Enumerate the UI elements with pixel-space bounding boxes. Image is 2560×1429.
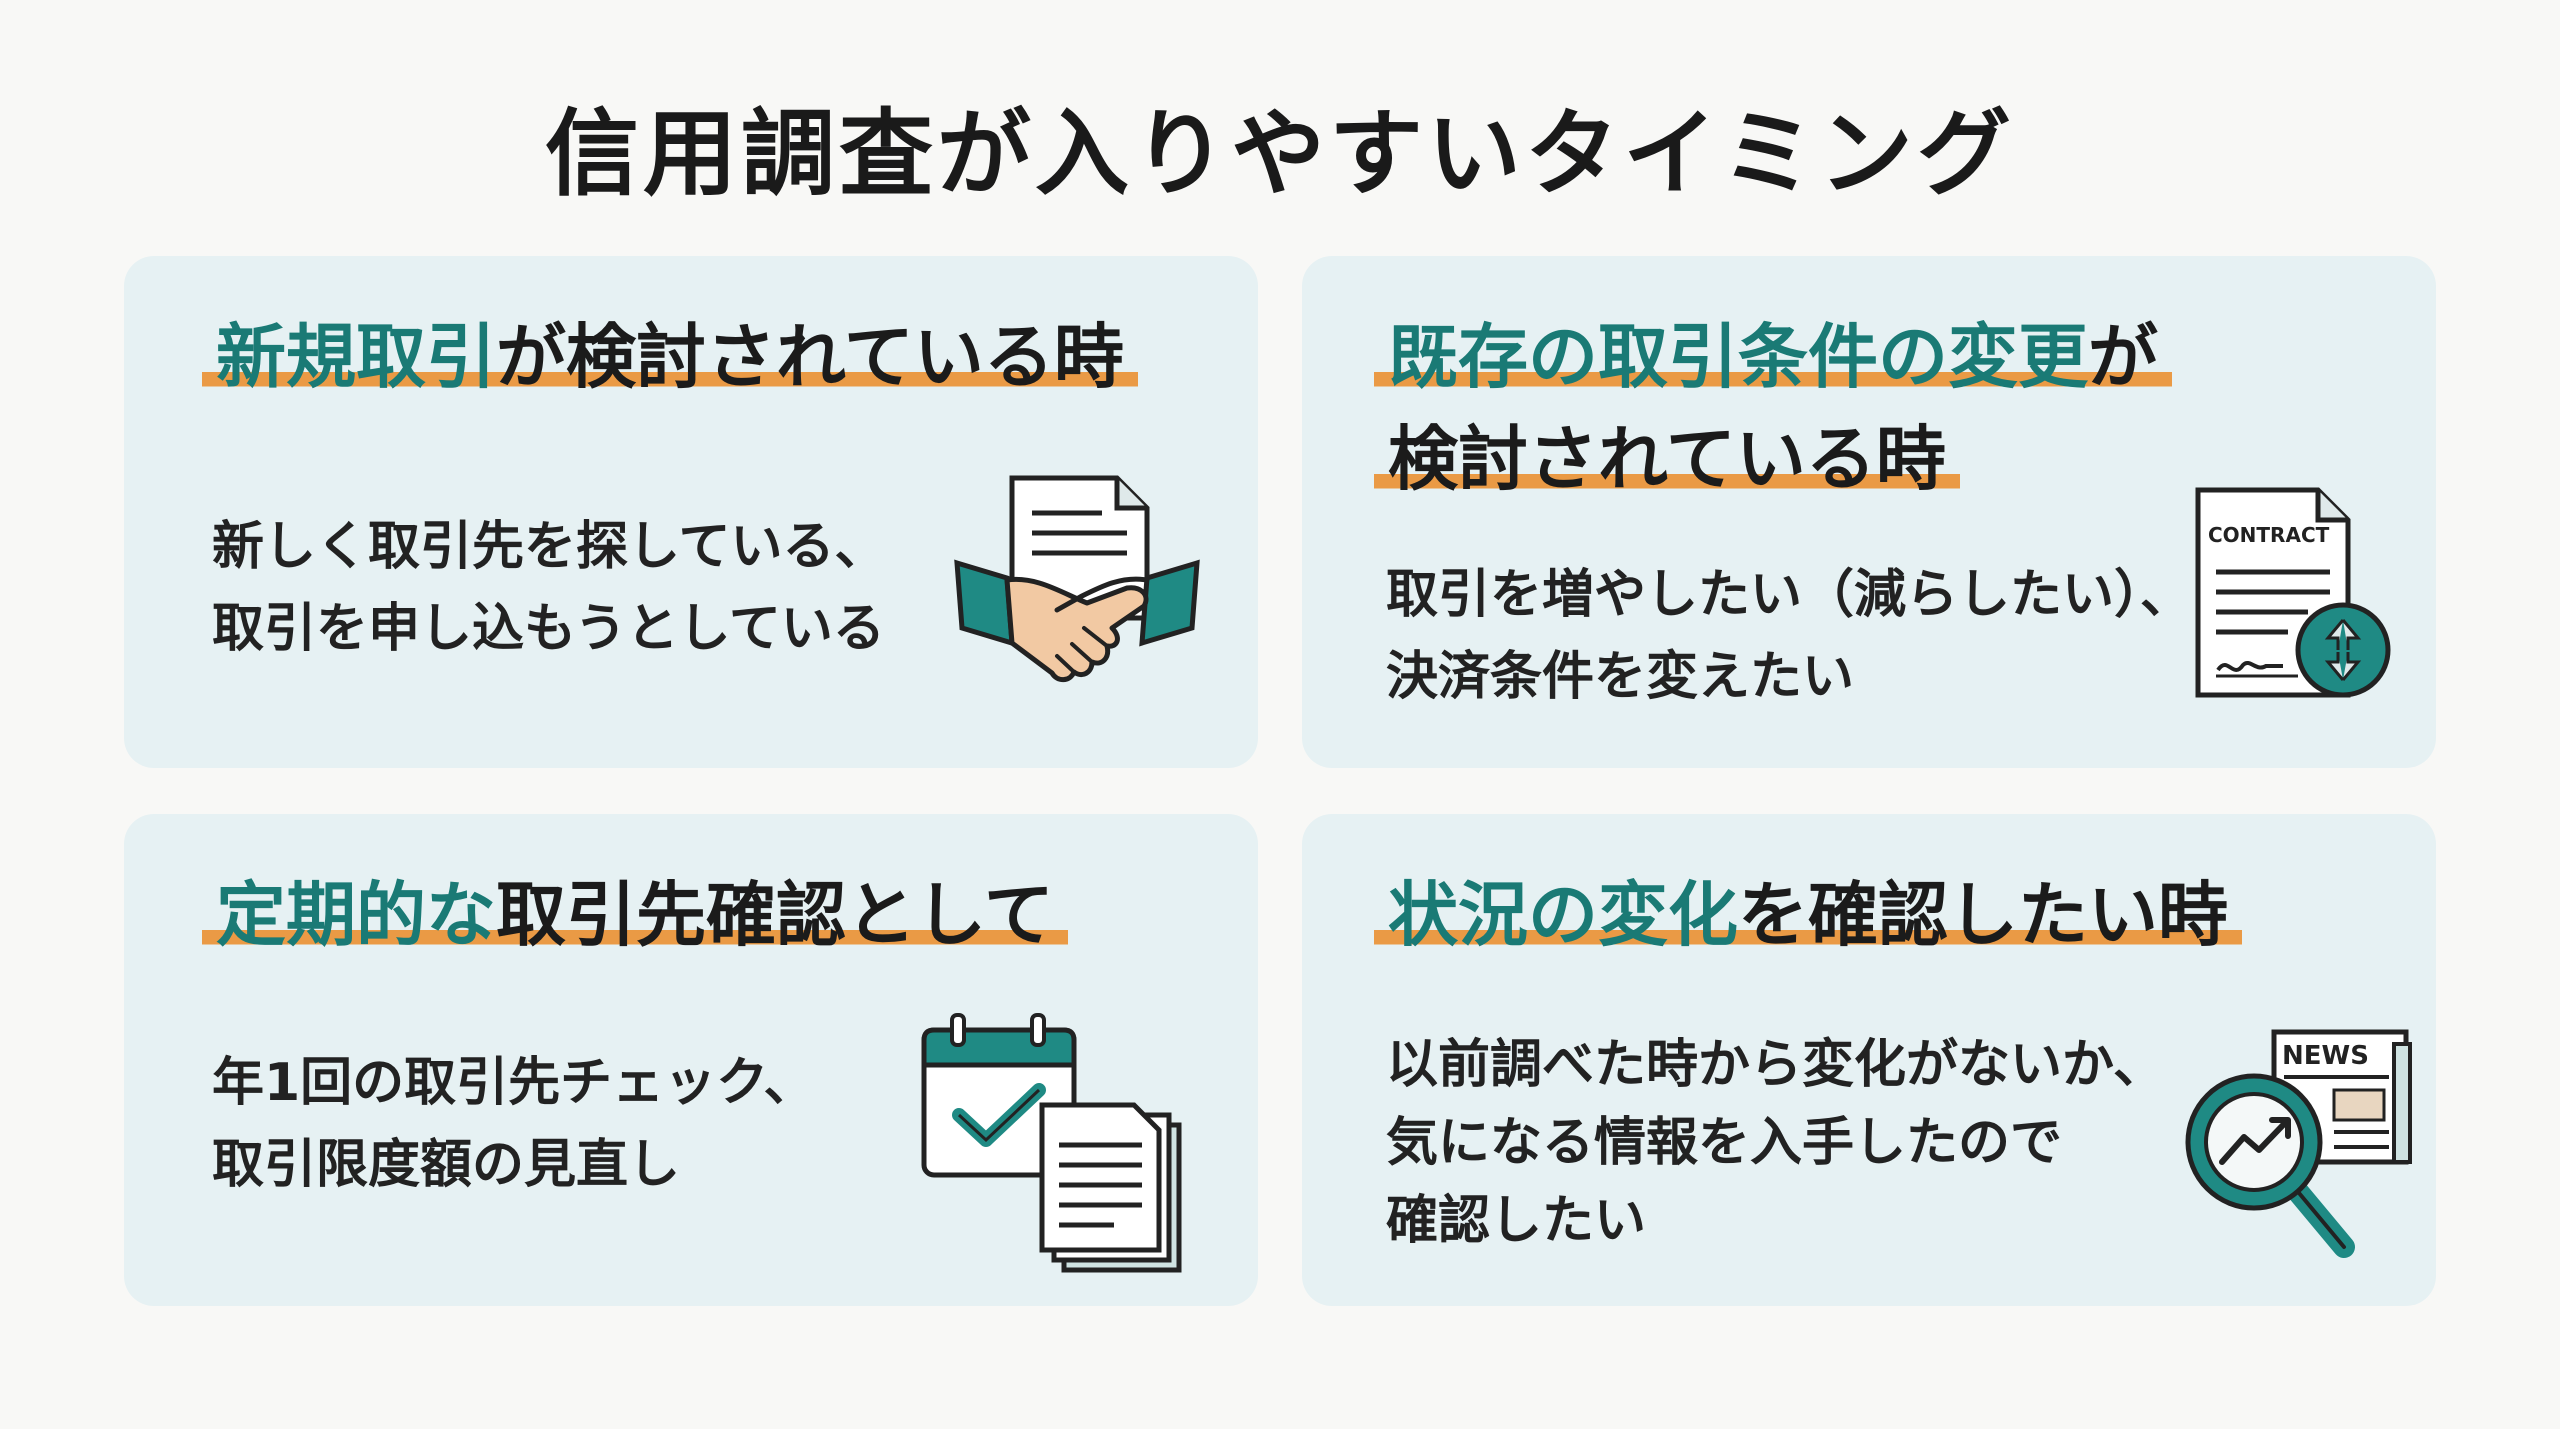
card-body: 以前調べた時から変化がないか、 気になる情報を入手したので 確認したい bbox=[1386, 1026, 2165, 1260]
calendar-documents-icon bbox=[921, 1013, 1182, 1273]
card-heading: 新規取引が検討されている時 bbox=[202, 306, 1138, 408]
card-heading: 状況の変化を確認したい時 bbox=[1374, 864, 2242, 966]
document-stack-icon bbox=[1039, 1102, 1182, 1273]
card-heading: 定期的な取引先確認として bbox=[202, 864, 1068, 966]
heading-rest: が bbox=[2088, 316, 2158, 398]
body-line: 以前調べた時から変化がないか、 bbox=[1386, 1035, 2165, 1095]
heading-rest: 取引先確認として bbox=[496, 874, 1054, 956]
body-line: 取引限度額の見直し bbox=[212, 1135, 681, 1195]
card-body: 取引を増やしたい（減らしたい）、 決済条件を変えたい bbox=[1386, 554, 2192, 718]
contract-label: CONTRACT bbox=[2208, 523, 2330, 547]
heading-line2: 検討されている時 bbox=[1388, 418, 1946, 500]
card-heading: 既存の取引条件の変更が 検討されている時 bbox=[1374, 306, 2172, 510]
heading-accent: 既存の取引条件の変更 bbox=[1388, 316, 2088, 398]
card-body: 年1回の取引先チェック、 取引限度額の見直し bbox=[212, 1042, 816, 1206]
body-line: 確認したい bbox=[1386, 1191, 1647, 1251]
card-situation-change: 状況の変化を確認したい時 以前調べた時から変化がないか、 気になる情報を入手した… bbox=[1302, 814, 2436, 1306]
news-label: NEWS bbox=[2282, 1041, 2369, 1071]
body-line: 気になる情報を入手したので bbox=[1386, 1113, 2063, 1173]
body-line: 決済条件を変えたい bbox=[1386, 647, 1855, 707]
contract-icon: CONTRACT bbox=[2195, 487, 2391, 698]
card-periodic-check: 定期的な取引先確認として 年1回の取引先チェック、 取引限度額の見直し bbox=[124, 814, 1258, 1306]
body-line: 年1回の取引先チェック、 bbox=[212, 1053, 816, 1113]
page-title: 信用調査が入りやすいタイミング bbox=[544, 100, 2015, 209]
body-line: 取引を申し込もうとしている bbox=[212, 599, 885, 659]
calendar-icon bbox=[921, 1013, 1077, 1178]
heading-rest: が検討されている時 bbox=[496, 316, 1124, 398]
magnifier-icon bbox=[2185, 1073, 2355, 1258]
handshake-icon bbox=[954, 475, 1200, 683]
body-line: 取引を増やしたい（減らしたい）、 bbox=[1386, 565, 2193, 625]
heading-accent: 定期的な bbox=[216, 874, 496, 956]
exchange-icon bbox=[2295, 602, 2391, 698]
card-new-transaction: 新規取引が検討されている時 新しく取引先を探している、 取引を申し込もうとしてい… bbox=[124, 256, 1258, 768]
card-body: 新しく取引先を探している、 取引を申し込もうとしている bbox=[212, 506, 886, 670]
news-magnifier-icon: NEWS bbox=[2185, 1029, 2412, 1258]
heading-rest: を確認したい時 bbox=[1738, 874, 2228, 956]
card-condition-change: 既存の取引条件の変更が 検討されている時 取引を増やしたい（減らしたい）、 決済… bbox=[1302, 256, 2436, 768]
body-line: 新しく取引先を探している、 bbox=[212, 517, 887, 577]
heading-accent: 新規取引 bbox=[216, 316, 496, 398]
heading-accent: 状況の変化 bbox=[1388, 874, 1738, 956]
